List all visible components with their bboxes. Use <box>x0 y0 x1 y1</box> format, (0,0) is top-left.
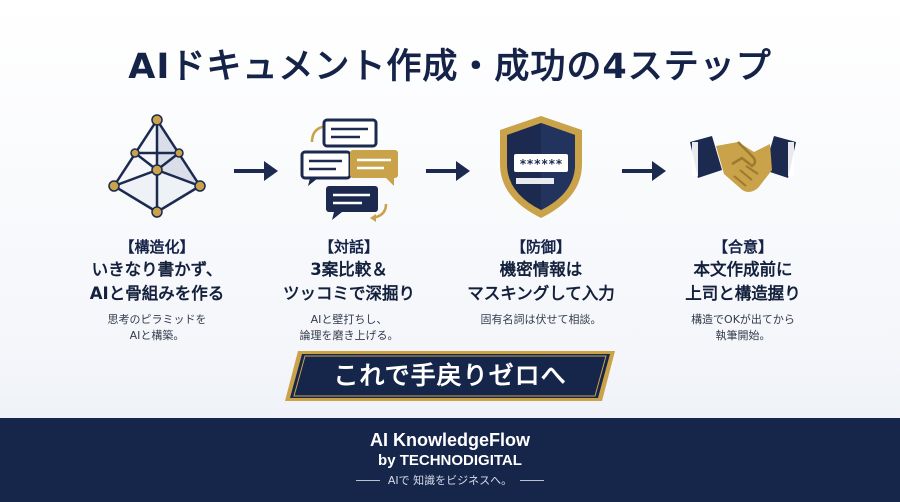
step-tag: 【対話】 <box>318 238 379 256</box>
step-agreement: 【合意】 本文作成前に 上司と構造握り 構造でOKが出てから 執筆開始。 <box>648 112 838 344</box>
brand-company: by TECHNODIGITAL <box>378 452 522 469</box>
step-defense: ****** 【防御】 機密情報は マスキングして入力 固有名詞は伏せて相談。 <box>446 112 636 328</box>
step-description: 構造でOKが出てから 執筆開始。 <box>648 312 838 344</box>
step-description-line: 固有名詞は伏せて相談。 <box>480 313 602 326</box>
arrow-right-icon <box>234 161 278 181</box>
brand-name: AI KnowledgeFlow <box>370 430 530 450</box>
step-heading-line: 機密情報は <box>499 260 583 279</box>
step-heading-line: ツッコミで深掘り <box>283 284 415 303</box>
step-tag: 【合意】 <box>712 238 773 256</box>
arrow-right-icon <box>622 161 666 181</box>
divider <box>520 479 545 481</box>
zero-rework-banner: これで手戻りゼロへ <box>284 350 616 402</box>
chat-bubbles-icon <box>300 118 398 222</box>
step-tag: 【構造化】 <box>119 238 195 256</box>
step-description: 思考のピラミッドを AIと構築。 <box>62 312 252 344</box>
divider <box>355 479 380 481</box>
step-heading-line: 本文作成前に <box>693 260 793 279</box>
step-heading-line: いきなり書かず、 <box>91 260 223 279</box>
arrow-right-icon <box>426 161 470 181</box>
step-heading-line: 3案比較＆ <box>310 260 388 279</box>
step-description-line: 構造でOKが出てから <box>691 313 795 326</box>
banner-text: これで手戻りゼロへ <box>333 361 567 390</box>
step-description-line: AIと壁打ちし、 <box>310 313 388 326</box>
tagline: AIで 知識をビジネスへ。 <box>387 474 513 487</box>
shield-password-icon: ****** <box>500 116 582 218</box>
footer: AI KnowledgeFlow by TECHNODIGITAL AIで 知識… <box>0 418 900 502</box>
masked-text: ****** <box>519 157 562 171</box>
step-heading-line: 上司と構造握り <box>685 284 801 303</box>
page-title: AIドキュメント作成・成功の4ステップ <box>128 47 772 87</box>
step-heading-line: AIと骨組みを作る <box>89 284 225 303</box>
step-dialogue: 【対話】 3案比較＆ ツッコミで深掘り AIと壁打ちし、 論理を磨き上げる。 <box>254 112 444 344</box>
step-description-line: 思考のピラミッドを <box>107 313 207 326</box>
step-description: AIと壁打ちし、 論理を磨き上げる。 <box>254 312 444 344</box>
step-heading-line: マスキングして入力 <box>467 284 615 303</box>
step-description: 固有名詞は伏せて相談。 <box>446 312 636 328</box>
step-structure: 【構造化】 いきなり書かず、 AIと骨組みを作る 思考のピラミッドを AIと構築… <box>62 112 252 344</box>
pyramid-network-icon <box>108 114 206 218</box>
handshake-icon <box>690 136 796 192</box>
step-description-line: AIと構築。 <box>129 329 185 342</box>
step-tag: 【防御】 <box>510 238 571 256</box>
step-description-line: 論理を磨き上げる。 <box>299 329 399 342</box>
banner-background <box>285 351 615 401</box>
step-description-line: 執筆開始。 <box>715 329 771 342</box>
tagline-row: AIで 知識をビジネスへ。 <box>0 472 900 488</box>
